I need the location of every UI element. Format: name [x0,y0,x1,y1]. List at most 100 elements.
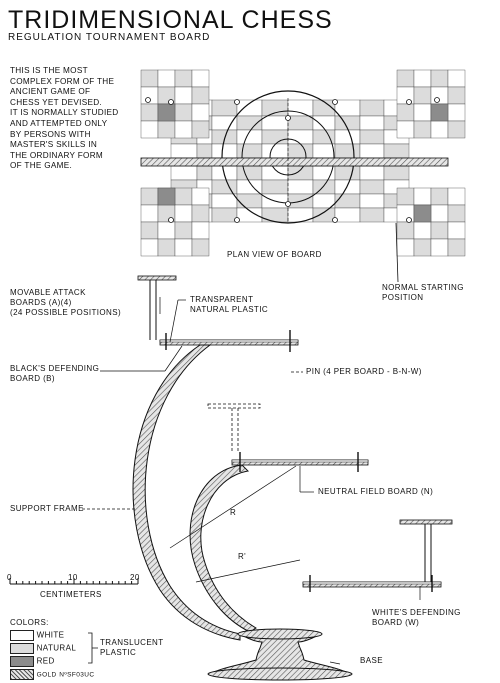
intro-line: THE ORDINARY FORM [10,150,104,160]
page-subtitle: REGULATION TOURNAMENT BOARD [8,32,211,43]
board-square [312,165,336,181]
support-frame [132,344,241,641]
swatch-gold [10,669,34,680]
board-square [413,120,432,139]
intro-line: IT IS NORMALLY STUDIED [10,108,119,118]
scale-bar [9,578,139,585]
radius-label-r-prime: R' [238,552,247,561]
board-square [447,187,466,206]
movable-attack-line: (24 POSSIBLE POSITIONS) [10,308,122,317]
inner-support-arc [189,464,257,633]
board-square [359,165,385,181]
board-square [334,179,361,195]
board-square [191,238,210,257]
radius-label-r: R [230,508,237,517]
board-square [140,204,159,223]
board-square [211,115,238,131]
leader-lines [82,297,421,665]
board-square [157,187,176,206]
attack-board-a [137,275,177,281]
pin-label: PIN (4 PER BOARD - B-N-W) [306,367,422,376]
normal-start-line: NORMAL STARTING [382,283,464,292]
board-square [413,103,432,122]
color-name-gold: GOLD [36,671,57,679]
intro-line: BY PERSONS WITH [10,129,91,139]
scale-tick-10: 10 [68,573,78,582]
plan-frame-bar [140,157,449,167]
neutral-field-label: NEUTRAL FIELD BOARD (N) [318,487,434,496]
board-square [170,165,198,181]
board-square [211,143,238,159]
radius-line-r2 [195,559,301,583]
intro-line: OF THE GAME. [10,161,73,171]
attack-board-w [399,519,453,525]
board-square [396,187,415,206]
colors-legend: WHITE NATURAL RED GOLD NºSF03UC [10,630,94,682]
board-square [140,221,159,240]
movable-attack-label: MOVABLE ATTACK BOARDS (A)(4) (24 POSSIBL… [10,288,121,318]
intro-line: THIS IS THE MOST [10,66,88,75]
board-square [261,207,289,223]
board-square [396,221,415,240]
board-square [359,99,385,117]
board-square [157,221,176,240]
board-square [261,129,289,145]
base-label: BASE [360,656,383,665]
board-square [430,221,449,240]
scale-unit: CENTIMETERS [40,590,102,599]
board-square [236,193,263,209]
board-square [430,69,449,88]
board-square [334,193,361,209]
board-square [287,99,314,117]
board-square [191,187,210,206]
intro-text: THIS IS THE MOST COMPLEX FORM OF THE ANC… [10,66,150,172]
board-square [447,69,466,88]
board-square [430,238,449,257]
board-square [261,115,289,131]
board-square [211,193,238,209]
board-square [157,238,176,257]
normal-start-label: NORMAL STARTING POSITION [382,283,464,303]
board-square [196,165,213,181]
gold-code: NºSF03UC [59,671,95,679]
intro-line: ANCIENT GAME OF [10,87,91,97]
plan-pins [145,97,440,223]
color-name-white: WHITE [36,630,65,640]
board-square [287,143,314,159]
board-square [334,165,361,181]
board-square [359,193,385,209]
board-square [174,187,193,206]
swatch-white [10,630,34,641]
board-square [447,86,466,105]
board-square [447,103,466,122]
board-square [191,103,210,122]
board-square [413,187,432,206]
translucent-label: TRANSLUCENT PLASTIC [100,638,164,658]
board-square [312,179,336,195]
board-square [191,221,210,240]
board-square [140,120,159,139]
board-square [261,143,289,159]
ghost-attack-board [207,403,261,452]
board-square [157,120,176,139]
board-square [383,143,410,159]
board-square [359,207,385,223]
whites-defending-line: BOARD (W) [372,618,420,627]
transparent-line: NATURAL PLASTIC [190,305,269,314]
board-square [157,69,176,88]
board-square [261,165,289,181]
board-square [174,86,193,105]
board-square [157,103,176,122]
board-square [413,69,432,88]
blacks-defending-line: BOARD (B) [10,374,55,383]
board-square [430,187,449,206]
intro-line: AND ATTEMPTED ONLY [10,118,108,128]
transparent-label: TRANSPARENT NATURAL PLASTIC [190,295,268,315]
board-square [430,120,449,139]
board-square [396,103,415,122]
board-square [334,99,361,117]
plan-circle-outer [221,90,355,224]
swatch-red [10,656,34,667]
board-square [236,165,263,181]
